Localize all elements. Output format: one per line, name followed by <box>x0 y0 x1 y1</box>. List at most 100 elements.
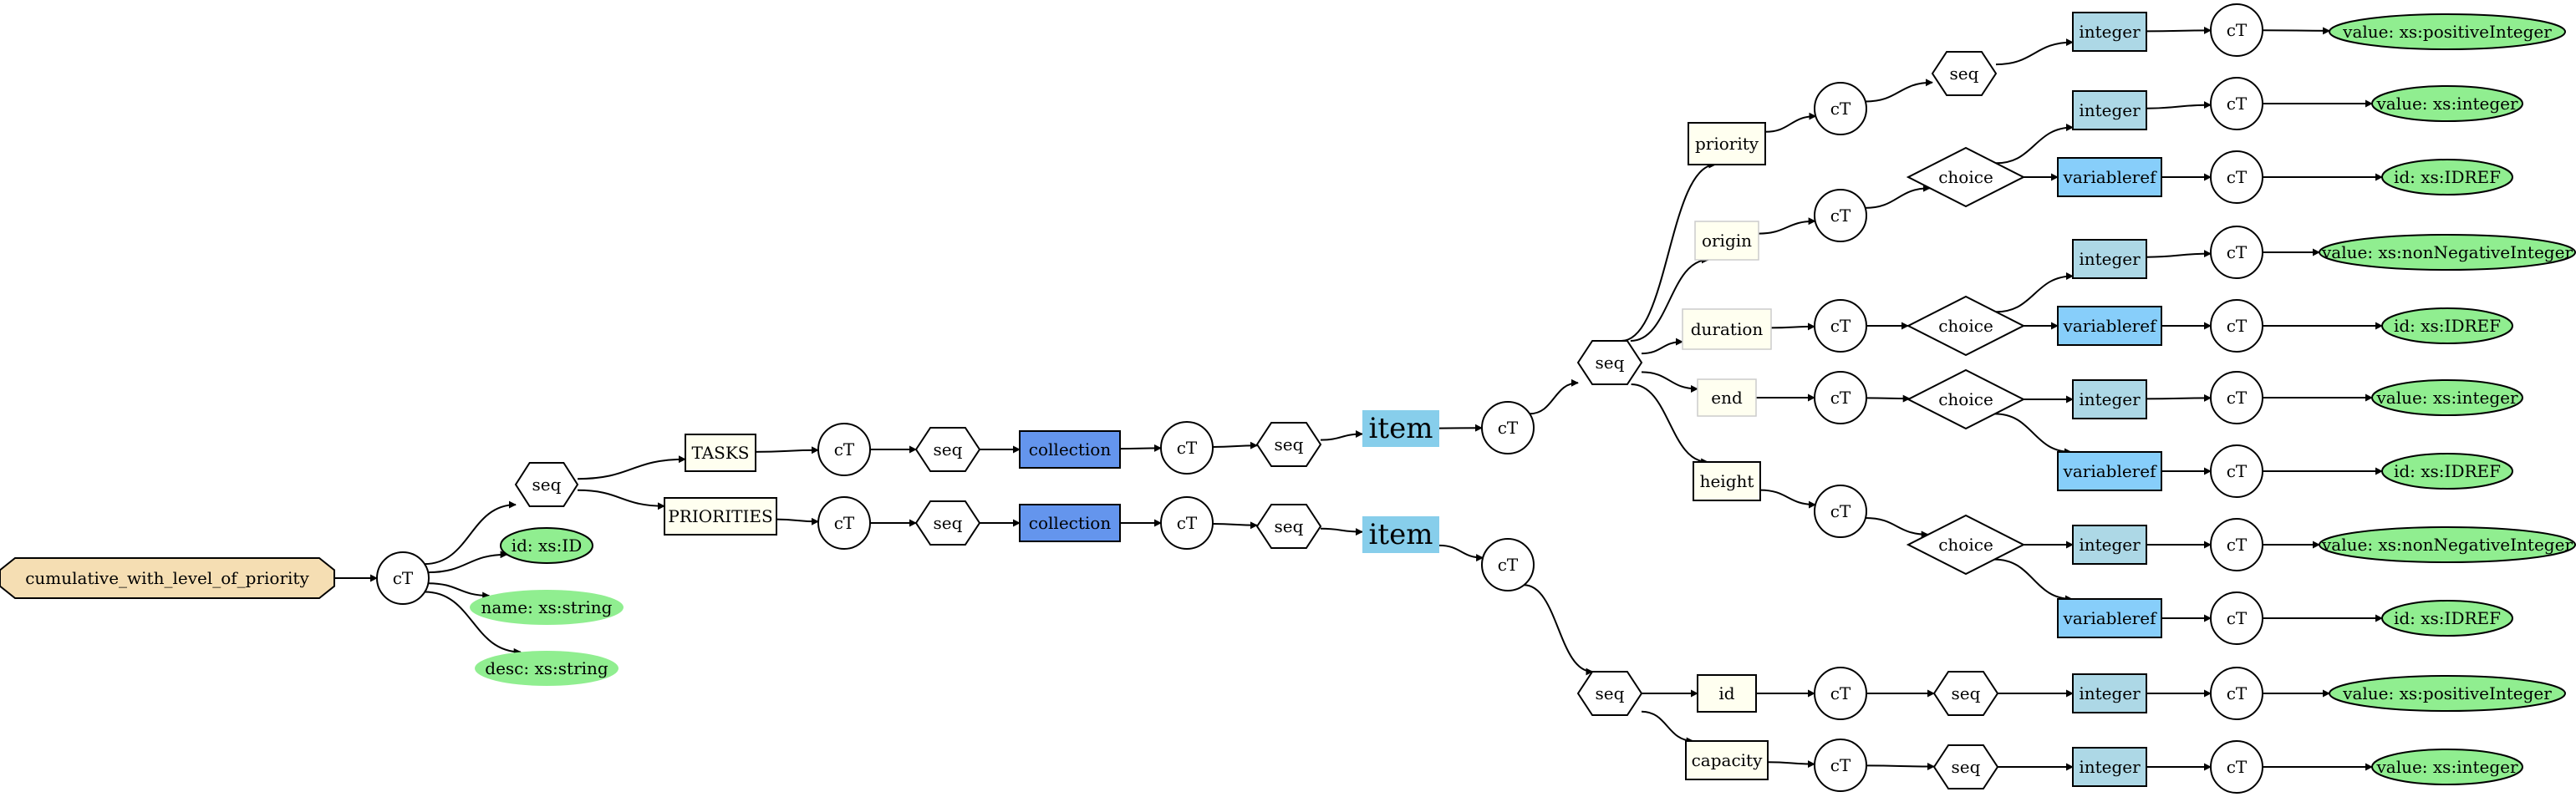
node-label: cT <box>393 568 414 588</box>
node-label: integer <box>2079 683 2141 703</box>
edge-ct_item_tasks-to-seq_task <box>1530 378 1579 415</box>
edge-choice_duration-to-int_duration <box>1995 272 2074 313</box>
edge-choice_origin-to-int_origin <box>1995 124 2074 165</box>
complex-type-circle-shape <box>2210 299 2263 353</box>
attribute-ellipse-shape <box>500 527 593 564</box>
node-label: cT <box>1830 755 1851 775</box>
variableref-box-shape <box>2057 451 2162 491</box>
edge-ct_root-to-attr_desc <box>425 591 522 656</box>
node-label: cT <box>2227 535 2248 555</box>
node-ct-int-height: cT <box>2210 518 2263 571</box>
choice-diamond-shape <box>1906 368 2026 430</box>
node-label: cT <box>2227 316 2248 336</box>
element-box-shape <box>1685 740 1769 780</box>
node-label: integer <box>2079 389 2141 409</box>
complex-type-circle-shape <box>2210 740 2263 794</box>
node-ct-var-end: cT <box>2210 444 2263 498</box>
node-origin: origin <box>1694 221 1759 261</box>
node-label: PRIORITIES <box>668 506 772 526</box>
node-ct-coll-priorities: cT <box>1160 496 1214 550</box>
node-int-priority: integer <box>2072 12 2147 52</box>
node-label: value: xs:positiveInteger <box>2342 683 2552 703</box>
node-seq-pid: seq <box>1932 671 1999 716</box>
node-label: cT <box>2227 167 2248 187</box>
node-ct-height: cT <box>1814 485 1867 538</box>
node-label: choice <box>1938 535 1993 555</box>
node-label: cT <box>2227 461 2248 481</box>
node-label: cT <box>2227 608 2248 628</box>
node-var-end: variableref <box>2057 451 2162 491</box>
node-label: integer <box>2079 100 2141 120</box>
node-priority: priority <box>1688 122 1766 165</box>
edge-ct_root-to-attr_id <box>428 551 508 574</box>
edge-seq_task-to-height <box>1631 383 1709 466</box>
node-label: integer <box>2079 22 2141 42</box>
attribute-ellipse-shape <box>475 651 619 686</box>
node-idref-end: id: xs:IDREF <box>2381 453 2513 490</box>
node-pid: id <box>1697 674 1757 713</box>
edge-seq_task-to-origin <box>1630 256 1709 342</box>
node-ct-origin: cT <box>1814 189 1867 242</box>
integer-box-shape <box>2072 12 2147 52</box>
attribute-ellipse-shape <box>2381 600 2513 637</box>
edge-ct_capacity-to-seq_capacity <box>1866 762 1935 770</box>
node-coll-priorities: collection <box>1019 504 1121 542</box>
complex-type-circle-shape <box>1814 485 1867 538</box>
attribute-ellipse-shape <box>2371 379 2523 416</box>
node-label: id: xs:IDREF <box>2394 608 2501 628</box>
node-label: collection <box>1029 439 1112 459</box>
edge-choice_end-to-var_end <box>1994 413 2072 456</box>
edge-seq_prio-to-capacity <box>1641 710 1694 745</box>
node-label: id <box>1718 683 1734 703</box>
node-label: duration <box>1691 319 1764 339</box>
edges-layer <box>334 26 2383 771</box>
root-octagon-shape <box>0 557 335 599</box>
node-label: seq <box>1275 434 1304 454</box>
integer-box-shape <box>2072 379 2147 419</box>
sequence-hexagon-shape <box>1931 51 1998 96</box>
node-seq-task: seq <box>1576 340 1643 385</box>
complex-type-circle-shape <box>817 423 871 476</box>
sequence-hexagon-shape <box>514 462 579 507</box>
node-label: cT <box>1830 206 1851 226</box>
edge-ct_root-to-attr_name <box>428 582 491 600</box>
node-priorities: PRIORITIES <box>664 497 777 536</box>
complex-type-circle-shape <box>1160 421 1214 475</box>
complex-type-circle-shape <box>1814 299 1867 353</box>
node-label: cT <box>1830 316 1851 336</box>
complex-type-circle-shape <box>1814 189 1867 242</box>
node-label: cT <box>2227 20 2248 40</box>
node-label: cT <box>2227 757 2248 777</box>
attribute-ellipse-shape <box>2381 453 2513 490</box>
node-label: item <box>1369 518 1433 551</box>
node-int-origin: integer <box>2072 90 2147 130</box>
node-ct-pid: cT <box>1814 667 1867 720</box>
node-ct-int-capacity: cT <box>2210 740 2263 794</box>
node-ct-capacity: cT <box>1814 739 1867 792</box>
node-coll-tasks: collection <box>1019 430 1121 469</box>
complex-type-circle-shape <box>1814 667 1867 720</box>
attribute-ellipse-shape <box>470 590 624 625</box>
edge-coll_tasks-to-ct_coll_tasks <box>1119 444 1162 452</box>
edge-ct_height-to-choice_height <box>1865 517 1929 539</box>
node-label: end <box>1711 388 1743 408</box>
edge-duration-to-ct_duration <box>1770 322 1815 331</box>
edge-seq_priority-to-int_priority <box>1995 38 2074 66</box>
node-label: cT <box>1177 438 1198 458</box>
node-attr-id: id: xs:ID <box>500 527 593 564</box>
node-label: seq <box>1275 516 1304 536</box>
choice-diamond-shape <box>1906 295 2026 357</box>
node-label: variableref <box>2063 608 2158 628</box>
node-label: cT <box>1177 513 1198 533</box>
node-ct-int-priority: cT <box>2210 3 2263 57</box>
collection-box-shape <box>1019 430 1121 469</box>
node-label: integer <box>2079 249 2141 269</box>
node-seq-coll-tasks: seq <box>1255 422 1322 467</box>
node-var-origin: variableref <box>2057 157 2162 197</box>
complex-type-circle-shape <box>2210 591 2263 645</box>
edge-seq_task-to-duration <box>1641 338 1683 355</box>
node-label: item <box>1369 412 1433 445</box>
complex-type-circle-shape <box>2210 77 2263 130</box>
edge-seq_task-to-end <box>1641 371 1698 393</box>
edge-seq_task-to-priority <box>1621 160 1717 342</box>
